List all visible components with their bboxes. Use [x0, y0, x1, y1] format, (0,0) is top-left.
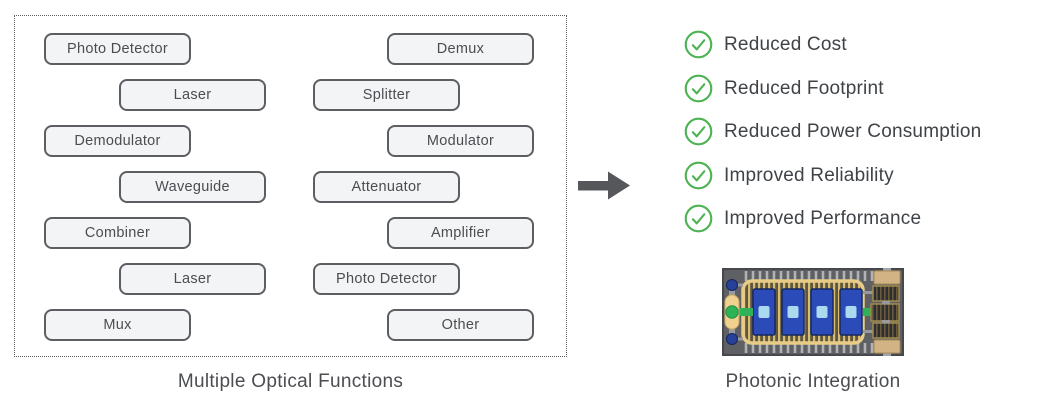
- check-circle-icon: [684, 74, 713, 103]
- function-box-photo-detector-2: Photo Detector: [313, 263, 460, 295]
- function-box-waveguide: Waveguide: [119, 171, 266, 203]
- function-box-demodulator: Demodulator: [44, 125, 191, 157]
- chip-green-connector-left: [738, 308, 753, 316]
- function-box-photo-detector-1: Photo Detector: [44, 33, 191, 65]
- function-box-splitter: Splitter: [313, 79, 460, 111]
- function-box-laser-1: Laser: [119, 79, 266, 111]
- benefit-label: Reduced Footprint: [724, 77, 884, 99]
- function-box-mux: Mux: [44, 309, 191, 341]
- benefit-label: Improved Performance: [724, 207, 922, 229]
- check-circle-icon: [684, 161, 713, 190]
- chip-green-connector-right: [863, 308, 871, 316]
- benefit-label: Improved Reliability: [724, 164, 894, 186]
- benefit-item-1: Reduced Cost: [684, 29, 847, 60]
- benefit-item-3: Reduced Power Consumption: [684, 116, 981, 147]
- benefit-label: Reduced Cost: [724, 33, 847, 55]
- photonic-chip-illustration: [722, 268, 904, 356]
- chip-blue-modules: [752, 288, 863, 336]
- function-box-attenuator: Attenuator: [313, 171, 460, 203]
- function-box-combiner: Combiner: [44, 217, 191, 249]
- optical-functions-group: [14, 15, 567, 357]
- function-box-demux: Demux: [387, 33, 534, 65]
- optical-functions-caption: Multiple Optical Functions: [177, 371, 404, 392]
- chip-left-assembly: [724, 279, 743, 345]
- chip-hatched-blocks: [870, 285, 900, 339]
- function-box-modulator: Modulator: [387, 125, 534, 157]
- check-circle-icon: [684, 30, 713, 59]
- function-box-other: Other: [387, 309, 534, 341]
- function-box-laser-2: Laser: [119, 263, 266, 295]
- photonic-integration-caption: Photonic Integration: [725, 371, 901, 392]
- chip-tan-pads: [873, 268, 901, 356]
- right-arrow-icon: [578, 171, 630, 200]
- function-box-amplifier: Amplifier: [387, 217, 534, 249]
- benefit-item-5: Improved Performance: [684, 203, 921, 234]
- benefit-label: Reduced Power Consumption: [724, 120, 982, 142]
- benefit-item-2: Reduced Footprint: [684, 73, 884, 104]
- check-circle-icon: [684, 204, 713, 233]
- check-circle-icon: [684, 117, 713, 146]
- benefit-item-4: Improved Reliability: [684, 160, 894, 191]
